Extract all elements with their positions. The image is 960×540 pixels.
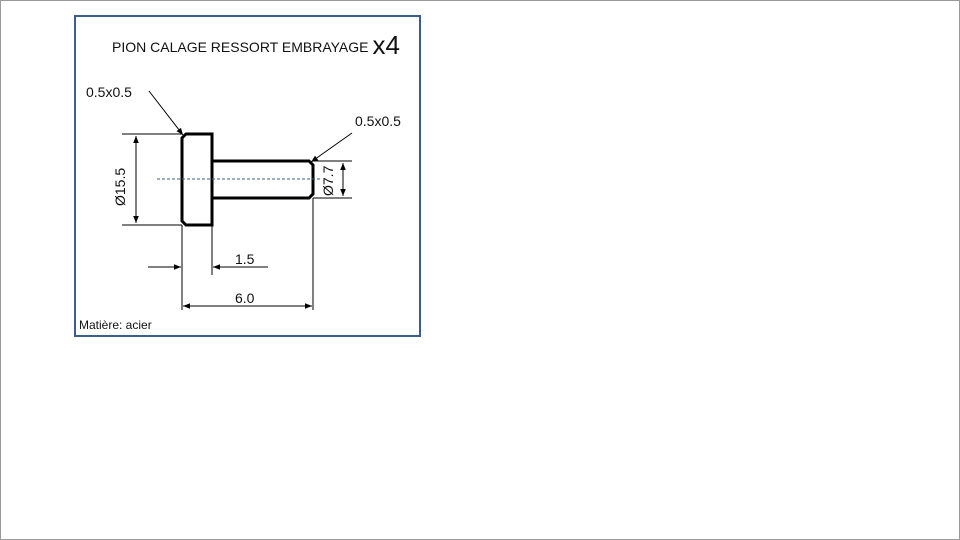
label-chamfer-head: 0.5x0.5 [86, 84, 132, 100]
leader-chamfer-head [148, 90, 184, 136]
part-quantity: x4 [372, 30, 400, 60]
leader-chamfer-shaft [310, 132, 353, 163]
label-shaft-diameter: Ø7.7 [320, 165, 336, 196]
part-title-text: PION CALAGE RESSORT EMBRAYAGE [112, 39, 369, 55]
pin-head-outline [180, 132, 214, 227]
drawing-frame [74, 15, 421, 337]
label-total-length: 6.0 [235, 290, 255, 306]
material-note: Matière: acier [79, 318, 152, 332]
label-chamfer-shaft: 0.5x0.5 [355, 113, 401, 129]
label-head-length: 1.5 [235, 251, 255, 267]
label-head-diameter: Ø15.5 [112, 167, 128, 206]
